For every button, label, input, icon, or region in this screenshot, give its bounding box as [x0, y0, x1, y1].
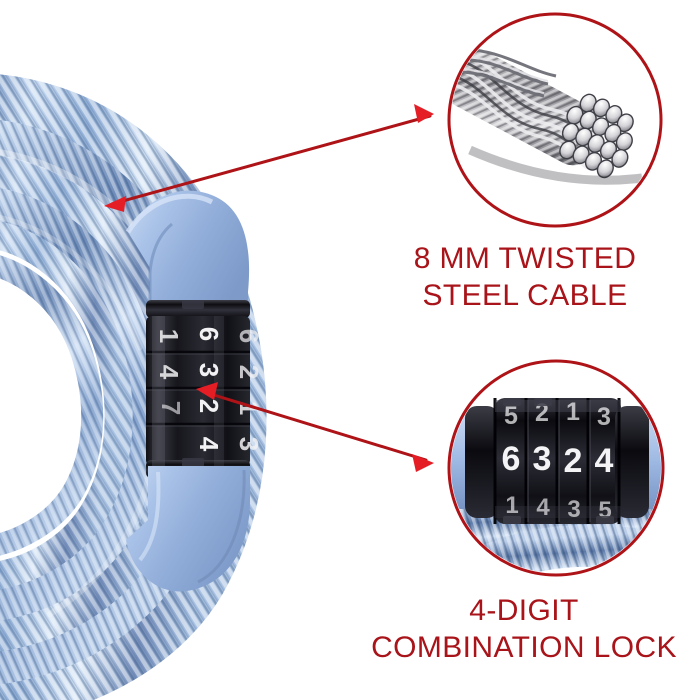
svg-text:6: 6 [234, 329, 264, 343]
svg-text:5: 5 [504, 402, 518, 430]
svg-text:6: 6 [194, 327, 224, 341]
svg-text:7: 7 [156, 401, 186, 415]
svg-text:3: 3 [234, 437, 264, 451]
cable-sleeve-upper [125, 190, 250, 318]
steel-cable-inset [451, 16, 659, 224]
svg-text:3: 3 [194, 363, 224, 377]
lock-label-line-2: COMBINATION LOCK [371, 631, 677, 664]
svg-text:2: 2 [234, 365, 264, 379]
cable-callout-label: 8 MM TWISTED STEEL CABLE [350, 240, 700, 314]
lock-callout-circle [447, 359, 665, 577]
svg-text:2: 2 [564, 442, 583, 480]
lock-callout-label: 4-DIGIT COMBINATION LOCK [348, 592, 700, 666]
svg-text:4: 4 [536, 494, 550, 521]
cable-label-line-2: STEEL CABLE [422, 279, 628, 312]
strand-ends [559, 93, 634, 179]
svg-text:4: 4 [595, 442, 614, 480]
svg-text:2: 2 [194, 399, 224, 413]
lock-callout-arrow [196, 382, 434, 472]
svg-text:3: 3 [533, 440, 552, 478]
svg-text:1: 1 [566, 398, 580, 426]
svg-text:4: 4 [154, 365, 184, 380]
cable-callout-arrow [104, 104, 434, 212]
lock-label-line-1: 4-DIGIT [469, 594, 579, 627]
svg-text:4: 4 [194, 437, 224, 452]
svg-text:3: 3 [597, 403, 611, 431]
cable-callout-circle [447, 12, 663, 228]
lock-inset: 5 2 1 3 6 3 2 4 1 4 3 5 [451, 363, 661, 573]
cable-label-line-1: 8 MM TWISTED [413, 242, 637, 275]
svg-text:1: 1 [154, 329, 184, 343]
svg-text:6: 6 [502, 440, 521, 478]
svg-text:1: 1 [505, 492, 518, 519]
svg-text:3: 3 [567, 496, 580, 523]
lock-body: 1 6 6 4 3 2 7 2 1 4 3 [146, 300, 264, 478]
cable-sleeve-lower [126, 466, 250, 592]
